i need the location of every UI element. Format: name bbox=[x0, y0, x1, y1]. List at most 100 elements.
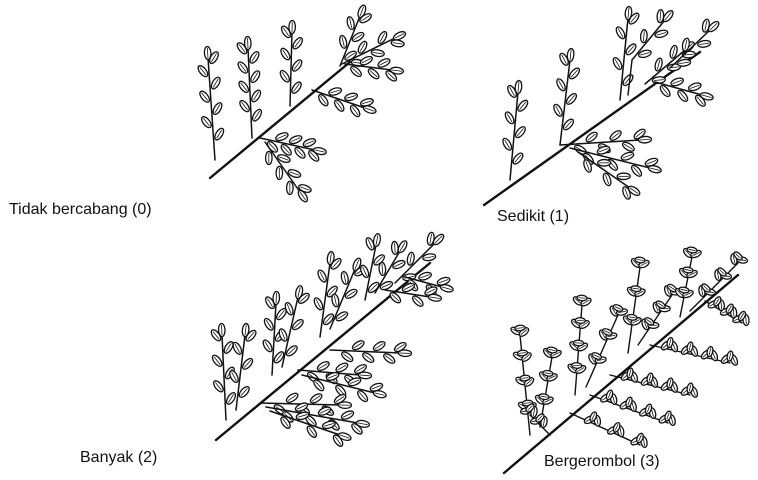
spikelet bbox=[392, 30, 407, 42]
spikelet bbox=[359, 55, 374, 67]
spikelet bbox=[373, 389, 387, 398]
spikelet bbox=[309, 392, 323, 405]
spikelet bbox=[372, 340, 386, 352]
spikelet bbox=[248, 50, 260, 64]
spikelet bbox=[361, 351, 375, 364]
spikelet bbox=[572, 362, 582, 368]
spikelet bbox=[440, 283, 454, 293]
spikelet bbox=[211, 101, 223, 115]
spikelet bbox=[573, 340, 583, 346]
spikelet bbox=[598, 160, 611, 167]
panicle-illustration-few-branches bbox=[470, 0, 730, 210]
spikelet bbox=[218, 323, 225, 336]
spikelet bbox=[279, 47, 292, 61]
spikelet bbox=[428, 294, 442, 302]
spikelet bbox=[200, 115, 213, 129]
spikelet bbox=[210, 76, 222, 90]
spikelet bbox=[213, 127, 225, 141]
spikelet bbox=[515, 325, 525, 331]
spikelet bbox=[515, 80, 523, 94]
spikelet bbox=[377, 57, 392, 69]
spikelet bbox=[204, 46, 211, 59]
spikelet bbox=[520, 375, 530, 381]
spikelet bbox=[517, 350, 527, 356]
spikelet bbox=[670, 77, 684, 87]
caption-clustered: Bergerombol (3) bbox=[544, 453, 660, 471]
spikelet bbox=[640, 29, 648, 42]
spikelet bbox=[225, 391, 237, 405]
spikelet bbox=[371, 49, 385, 57]
spikelet bbox=[302, 137, 317, 148]
spikelet bbox=[552, 103, 564, 118]
spikelet bbox=[196, 64, 209, 78]
spikelet bbox=[511, 151, 524, 165]
spikelet bbox=[391, 241, 398, 254]
spikelet bbox=[263, 317, 275, 331]
spikelet bbox=[340, 409, 355, 420]
spikelet bbox=[396, 239, 408, 253]
spikelet bbox=[363, 104, 377, 114]
panicle-illustration-clustered bbox=[490, 245, 758, 477]
spikelet bbox=[279, 69, 292, 83]
caption-no-branching: Tidak bercabang (0) bbox=[9, 201, 152, 219]
spikelet bbox=[261, 339, 273, 353]
stem-line bbox=[570, 413, 640, 445]
spikelet bbox=[316, 269, 328, 284]
spikelet bbox=[577, 295, 587, 301]
spikelet bbox=[339, 35, 348, 49]
stem-line bbox=[484, 52, 700, 205]
stem-line bbox=[290, 32, 292, 106]
spikelet bbox=[238, 99, 251, 113]
spikelet bbox=[621, 141, 635, 153]
spikelet bbox=[379, 262, 386, 275]
spikelet bbox=[251, 108, 263, 122]
spikelet bbox=[285, 391, 299, 404]
spikelet bbox=[373, 233, 382, 247]
spikelet bbox=[237, 80, 250, 94]
spikelet bbox=[331, 293, 340, 307]
spikelet bbox=[290, 81, 303, 95]
spikelet bbox=[555, 78, 567, 93]
spikelet bbox=[212, 379, 225, 393]
spikelet bbox=[516, 99, 529, 113]
spikelet bbox=[236, 60, 249, 74]
spikelet bbox=[501, 137, 513, 152]
spikelet bbox=[346, 16, 355, 30]
caption-many-branches: Banyak (2) bbox=[80, 449, 157, 467]
spikelet bbox=[621, 73, 634, 87]
spikelet bbox=[624, 42, 637, 56]
spikelet bbox=[648, 164, 662, 173]
spikelet bbox=[688, 82, 702, 92]
spikelet bbox=[615, 26, 627, 41]
spikelet bbox=[359, 264, 370, 279]
spikelet bbox=[211, 354, 224, 368]
spikelet bbox=[288, 134, 303, 145]
spikelet bbox=[231, 341, 243, 356]
spikelet bbox=[228, 369, 240, 384]
spikelet bbox=[657, 9, 665, 22]
panicle-illustration-many-branches bbox=[190, 235, 470, 445]
spikelet bbox=[328, 87, 342, 97]
spikelet bbox=[313, 297, 325, 312]
caption-few-branches: Sedikit (1) bbox=[497, 208, 569, 226]
spikelet bbox=[567, 48, 575, 62]
spikelet bbox=[250, 89, 262, 103]
spikelet bbox=[338, 402, 351, 409]
spikelet bbox=[398, 350, 411, 357]
spikelet bbox=[244, 36, 251, 49]
spikelet bbox=[249, 69, 261, 83]
spikelet bbox=[575, 317, 585, 323]
spikelet bbox=[617, 173, 630, 180]
spikelet bbox=[514, 125, 527, 139]
spikelet bbox=[631, 285, 642, 292]
spikelet bbox=[609, 129, 623, 142]
spikelet bbox=[340, 271, 349, 285]
spikelet bbox=[275, 131, 290, 142]
spikelet bbox=[627, 314, 638, 321]
spikelet bbox=[276, 166, 283, 179]
spikelet bbox=[504, 111, 516, 126]
spikelet bbox=[289, 20, 296, 33]
panicle-illustration-no-branching bbox=[180, 0, 420, 200]
spikelet bbox=[344, 92, 358, 102]
